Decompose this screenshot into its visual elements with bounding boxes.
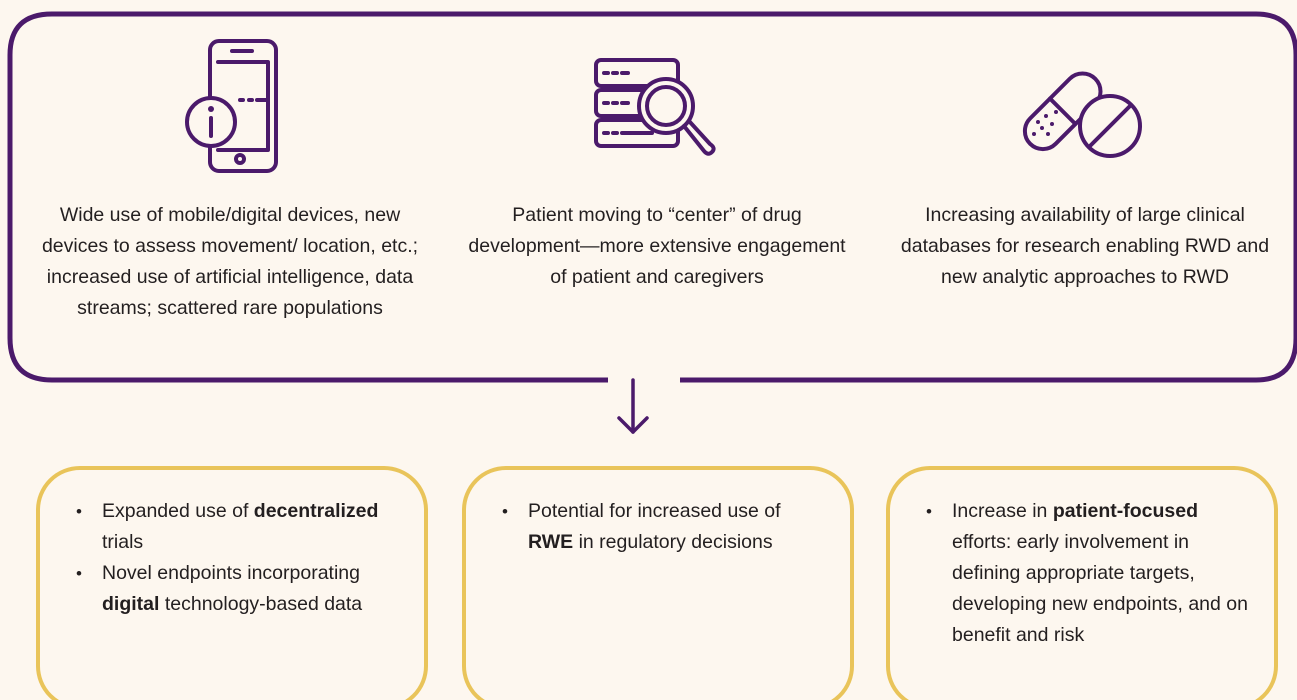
pills-icon [1012,64,1144,160]
driver-text-mobile: Wide use of mobile/digital devices, new … [41,204,419,319]
outcome-card-2-border [462,466,854,700]
driver-text-databases: Increasing availability of large clinica… [900,204,1270,288]
outcome-card-2: Potential for increased use of RWE in re… [496,496,806,558]
outcome-card-1-border [36,466,428,700]
top-panel-border [7,11,1297,383]
outcome-bullet: Increase in patient-focused efforts: ear… [920,496,1250,651]
outcome-bullet: Expanded use of decentralized trials [70,496,400,558]
outcome-card-3: Increase in patient-focused efforts: ear… [920,496,1250,651]
outcome-card-1: Expanded use of decentralized trials Nov… [70,496,400,620]
down-arrow-icon [617,378,649,434]
outcome-card-3-border [886,466,1278,700]
database-search-icon [592,56,718,162]
mobile-info-icon [180,38,286,176]
outcome-bullet: Novel endpoints incorporating digital te… [70,558,400,620]
driver-text-patient-center: Patient moving to “center” of drug devel… [468,204,846,288]
outcome-bullet: Potential for increased use of RWE in re… [496,496,806,558]
